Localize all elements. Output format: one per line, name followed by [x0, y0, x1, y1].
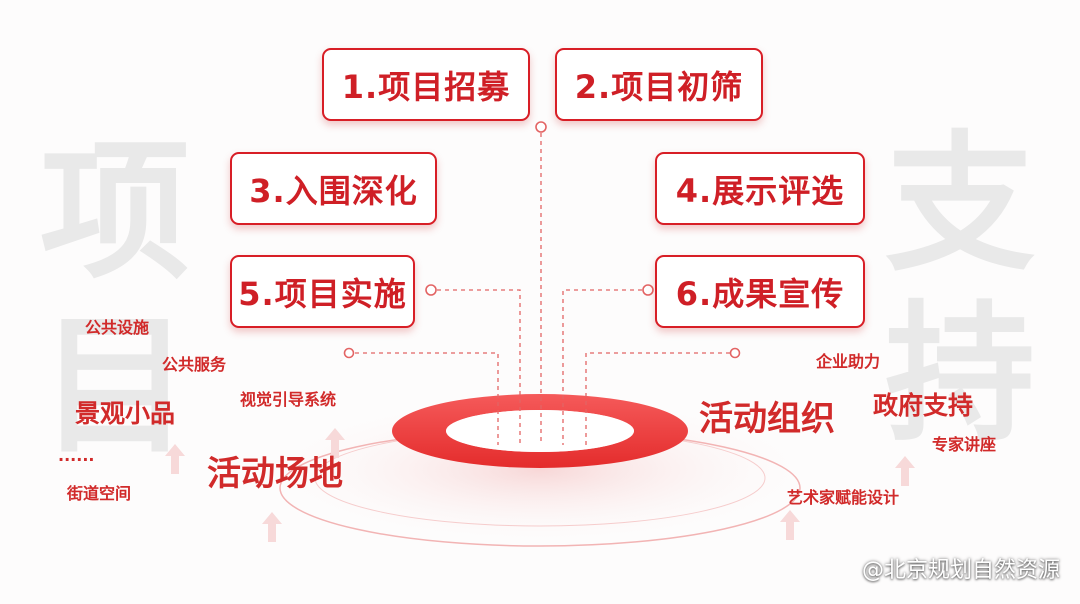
step-box-2: 2.项目初筛	[555, 48, 763, 121]
bg-char-left-bottom: 目	[40, 300, 191, 474]
step-box-5: 5.项目实施	[230, 255, 415, 328]
connector-dot-right-low	[729, 347, 741, 359]
tag-activity-organization: 活动组织	[699, 399, 835, 439]
bg-arrow-icon	[165, 444, 185, 474]
central-ring	[392, 394, 688, 468]
bg-char-right-bottom: 持	[885, 288, 1036, 462]
bg-arrow-icon	[780, 510, 800, 540]
tag-public-facilities: 公共设施	[85, 318, 150, 337]
connector-step6	[562, 289, 642, 445]
bg-arrow-icon	[262, 512, 282, 542]
connector-right-low	[585, 352, 730, 445]
tag-visual-guidance: 视觉引导系统	[240, 390, 337, 409]
connector-dot-top	[535, 121, 547, 133]
bg-char-left-top: 项	[40, 126, 191, 300]
tag-artist-design: 艺术家赋能设计	[787, 488, 900, 507]
tag-activity-venue: 活动场地	[207, 454, 343, 494]
step-box-1: 1.项目招募	[322, 48, 530, 121]
bg-arrow-icon	[895, 456, 915, 486]
tag-street-space: 街道空间	[67, 484, 132, 503]
connector-step5	[437, 289, 521, 445]
connector-dot-step6	[642, 284, 654, 296]
ring-inner-top	[446, 410, 634, 452]
tag-public-services: 公共服务	[162, 355, 227, 374]
bg-char-right-top: 支	[885, 118, 1036, 292]
step-box-4: 4.展示评选	[655, 152, 865, 225]
bg-arrow-icon	[325, 428, 345, 458]
step-box-3: 3.入围深化	[230, 152, 437, 225]
watermark: @北京规划自然资源	[861, 558, 1060, 583]
tag-enterprise-support: 企业助力	[816, 352, 881, 371]
tag-expert-lectures: 专家讲座	[932, 435, 997, 454]
connector-dot-step5	[425, 284, 437, 296]
tag-ellipsis: ......	[58, 446, 95, 465]
connector-dot-left-low	[343, 347, 355, 359]
step-box-6: 6.成果宣传	[655, 255, 865, 328]
tag-landscape-pieces: 景观小品	[75, 399, 176, 428]
tag-government-support: 政府支持	[873, 391, 974, 420]
